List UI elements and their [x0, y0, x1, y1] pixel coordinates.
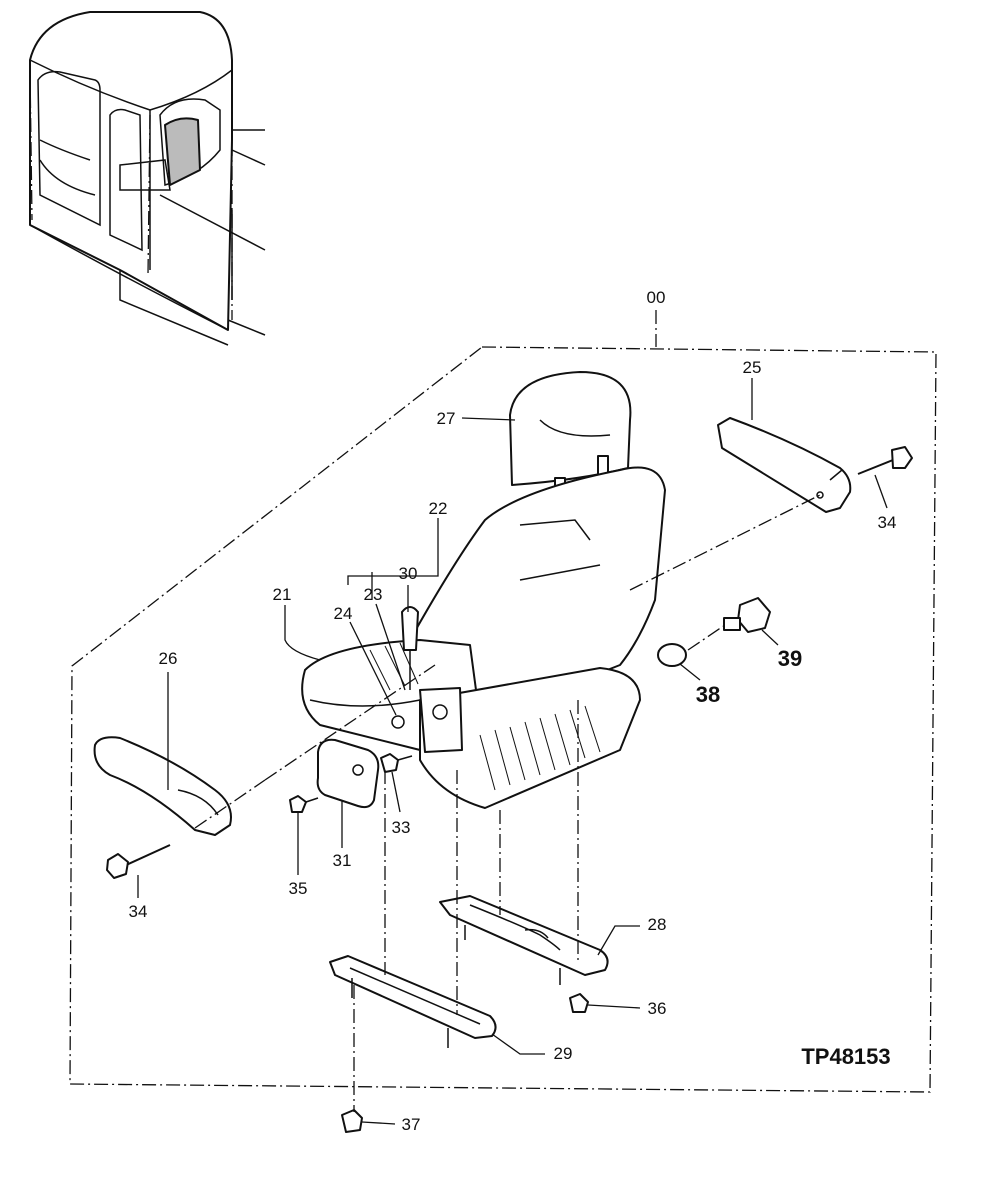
callout-21: 21: [273, 585, 292, 604]
callout-23: 23: [364, 585, 383, 604]
callout-38: 38: [696, 682, 720, 707]
bolt-34-left: [106, 844, 171, 879]
nut-36: [569, 993, 589, 1013]
headrest: [509, 371, 632, 486]
rail-29: [329, 955, 497, 1048]
recline-lever: [401, 606, 419, 651]
assembly-boundary: [69, 310, 937, 1093]
callout-30: 30: [399, 564, 418, 583]
callout-31: 31: [333, 851, 352, 870]
armrest-right: [717, 417, 913, 513]
callout-37: 37: [402, 1115, 421, 1134]
knob-39: [723, 597, 771, 633]
rail-28: [439, 895, 609, 985]
callout-26: 26: [159, 649, 178, 668]
cover-31: [316, 738, 380, 809]
nut-37: [341, 1109, 363, 1133]
bolt-34-right: [857, 446, 913, 475]
callout-33: 33: [392, 818, 411, 837]
callout-39: 39: [778, 646, 802, 671]
callout-labels: 00 27 25 34 22 30 21 23 24 39 38 26 33 3…: [129, 288, 897, 1134]
callout-27: 27: [437, 409, 456, 428]
bolt-35: [289, 795, 319, 813]
callout-36: 36: [648, 999, 667, 1018]
centre-lines: [194, 494, 821, 1112]
callout-25: 25: [743, 358, 762, 377]
callout-34-left: 34: [129, 902, 148, 921]
bracket-plate: [419, 687, 463, 753]
armrest-left: [93, 736, 232, 879]
callout-29: 29: [554, 1044, 573, 1063]
cab-inset: [29, 11, 266, 346]
bolt-33: [380, 753, 413, 773]
backrest: [409, 466, 666, 721]
callout-24: 24: [334, 604, 353, 623]
figure-code: TP48153: [801, 1044, 890, 1069]
callout-34-right: 34: [878, 513, 897, 532]
callout-28: 28: [648, 915, 667, 934]
callout-00: 00: [647, 288, 666, 307]
cap-38: [657, 643, 687, 667]
callout-35: 35: [289, 879, 308, 898]
leader-lines: [137, 378, 888, 1125]
callout-22: 22: [429, 499, 448, 518]
